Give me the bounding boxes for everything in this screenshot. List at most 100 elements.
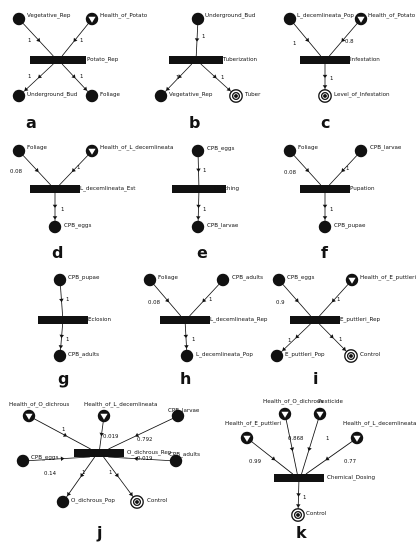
arrowhead (80, 473, 85, 478)
place-node (180, 349, 194, 363)
transition-bar (160, 316, 210, 324)
modifier-place-node (313, 407, 327, 421)
place-label: L_decemlineata_Pop (297, 13, 354, 19)
place-node (216, 273, 230, 287)
sink-place-node (291, 508, 305, 522)
place-label: CPB_pupae (68, 275, 100, 281)
arrowhead (341, 346, 346, 351)
arrowhead (196, 168, 201, 173)
arrowhead (271, 456, 276, 461)
place-label: CPB_larvae (207, 223, 239, 229)
arrowhead (202, 298, 207, 303)
arrowhead (36, 37, 41, 42)
arc-line (246, 437, 294, 475)
arc-weight: 0.08 (148, 300, 161, 306)
modifier-place-node (240, 431, 254, 445)
arrowhead (71, 167, 76, 173)
arc-line (284, 413, 298, 475)
arrowhead (128, 492, 133, 497)
place-label: Health_of_E_puttleri (225, 421, 281, 427)
sink-place-node (344, 349, 358, 363)
arc-weight: 0.99 (249, 459, 262, 465)
place-node (318, 220, 332, 234)
transition-label: O_dichrous_Rep (127, 450, 172, 456)
arrowhead (34, 167, 39, 173)
place-node (191, 220, 205, 234)
transition-bar (74, 449, 124, 457)
arc-weight: 1 (62, 427, 65, 433)
panel-letter: k (296, 523, 307, 542)
modifier-place-node (278, 407, 292, 421)
arc-line (289, 18, 322, 57)
arrowhead (331, 298, 336, 303)
place-label: Pesticide (318, 399, 343, 405)
sink-place-node (229, 89, 243, 103)
transition-label: Eclosion (88, 317, 111, 323)
arc-line (149, 279, 182, 317)
arc-weight: 1 (303, 495, 306, 501)
place-label: Foliage (100, 92, 121, 98)
arrowhead (71, 74, 76, 79)
arc-weight: 1 (346, 166, 349, 172)
transition-label: Chemical_Dosing (327, 475, 375, 481)
arc-line (28, 415, 91, 450)
arrowhead (60, 456, 65, 461)
arc-line (289, 150, 322, 186)
transition-bar (300, 185, 350, 193)
place-label: CPB_larvae (370, 145, 402, 151)
transition-bar (38, 316, 88, 324)
arc-weight: 1 (28, 38, 31, 44)
arrowhead (322, 216, 328, 220)
place-node (12, 89, 26, 103)
transition-label: E_puttleri_Rep (340, 317, 381, 323)
modifier-place-node (97, 409, 111, 423)
place-node (270, 349, 284, 363)
arrowhead (295, 334, 300, 339)
arc-line (61, 18, 93, 57)
place-node (48, 220, 62, 234)
transition-bar (290, 316, 340, 324)
place-node (143, 273, 157, 287)
transition-label: Potato_Rep (87, 57, 119, 63)
place-label: E_puttleri_Pop (285, 352, 325, 358)
arrowhead (114, 473, 119, 478)
panel-letter: a (26, 113, 37, 132)
place-label: Underground_Bud (205, 13, 256, 19)
arrowhead (37, 74, 43, 79)
place-label: Vegetative_Rep (27, 13, 71, 19)
panel-letter: c (321, 113, 330, 132)
place-label: Foliage (27, 145, 48, 151)
arrowhead (184, 345, 189, 349)
place-node (171, 409, 185, 423)
transition-label: L_decemlineata_Rep (210, 317, 268, 323)
arrowhead (282, 346, 287, 352)
arc-weight: 1 (66, 337, 69, 343)
arc-weight: 0.08 (284, 170, 297, 176)
arc-line (301, 413, 321, 475)
place-label: O_dichrous_Pop (71, 498, 115, 504)
arc-weight: 1 (192, 337, 195, 343)
arc-weight: 1 (288, 338, 291, 344)
transition-bar (30, 185, 80, 193)
place-label: Health_of_Potato (368, 13, 416, 19)
arrowhead (133, 456, 138, 461)
place-label: CPB_eggs (64, 223, 91, 229)
place-node (191, 12, 205, 26)
arrowhead (196, 216, 201, 220)
place-node (56, 495, 70, 509)
place-label: Health_of_E_puttleri (360, 275, 416, 281)
arc-line (305, 437, 358, 475)
transition-label: Pupation (350, 186, 375, 192)
arc-weight: 1 (109, 470, 112, 476)
place-label: Health_of_Potato (100, 13, 148, 19)
panel-letter: i (313, 369, 318, 388)
place-label: Health_of_L_decemlineata (343, 421, 416, 427)
place-label: CPB_pupae (334, 223, 366, 229)
place-node (169, 454, 183, 468)
